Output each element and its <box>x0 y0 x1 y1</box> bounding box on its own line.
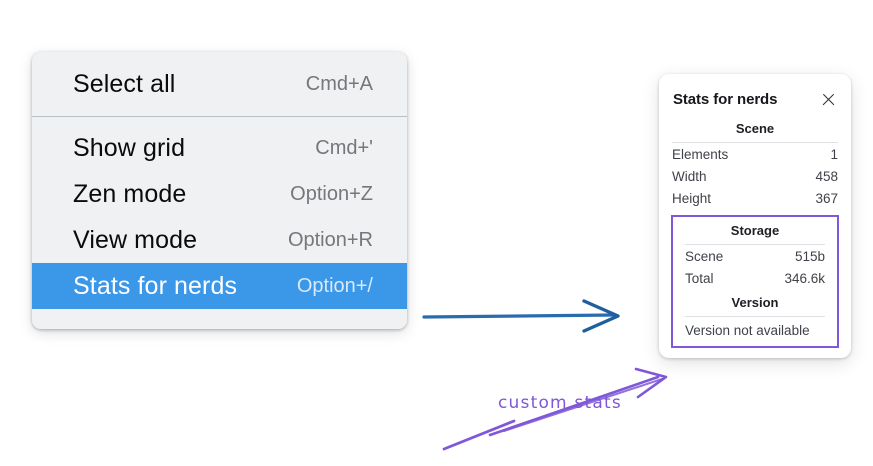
menu-item-shortcut: Cmd+A <box>305 72 373 95</box>
custom-stats-annotation: custom stats <box>430 355 690 461</box>
section-divider <box>685 244 825 245</box>
panel-header: Stats for nerds <box>659 86 851 112</box>
menu-item-label: Select all <box>73 69 176 98</box>
menu-footer-spacer <box>32 309 407 329</box>
menu-item-stats-for-nerds[interactable]: Stats for nerds Option+/ <box>32 263 407 309</box>
context-menu[interactable]: Select all Cmd+A Show grid Cmd+' Zen mod… <box>32 52 407 329</box>
menu-item-shortcut: Option+R <box>287 228 373 251</box>
annotation-strokes <box>442 367 668 451</box>
menu-group-top: Select all Cmd+A <box>32 52 407 116</box>
version-note: Version not available <box>685 323 810 338</box>
stat-value: 367 <box>815 191 838 206</box>
custom-stats-highlight-block: Storage Scene 515b Total 346.6k Version … <box>671 215 839 348</box>
stat-row-height: Height 367 <box>672 187 838 209</box>
section-title-storage: Storage <box>730 223 780 238</box>
menu-item-select-all[interactable]: Select all Cmd+A <box>32 61 407 107</box>
stat-key: Height <box>672 191 712 206</box>
section-divider <box>685 316 825 317</box>
section-title-version: Version <box>731 295 779 310</box>
menu-item-shortcut: Option+Z <box>290 182 373 205</box>
stat-row-elements: Elements 1 <box>672 143 838 165</box>
stat-value: 346.6k <box>784 271 825 286</box>
menu-item-label: View mode <box>73 225 198 254</box>
panel-body: Scene Elements 1 Width 458 Height 367 St… <box>659 112 851 348</box>
menu-item-label: Stats for nerds <box>73 271 238 300</box>
menu-separator <box>32 116 407 117</box>
annotation-label: custom stats <box>498 393 622 413</box>
blue-pointer-arrow <box>422 299 620 333</box>
menu-group-bottom: Show grid Cmd+' Zen mode Option+Z View m… <box>32 117 407 329</box>
menu-item-label: Show grid <box>73 133 186 162</box>
section-title-scene: Scene <box>735 121 775 136</box>
stats-for-nerds-panel[interactable]: Stats for nerds Scene Elements 1 Width 4… <box>659 74 851 358</box>
stat-value: 458 <box>815 169 838 184</box>
menu-item-shortcut: Option+/ <box>296 274 373 297</box>
stat-value: 515b <box>794 249 825 264</box>
menu-item-zen-mode[interactable]: Zen mode Option+Z <box>32 171 407 217</box>
stat-key: Scene <box>685 249 724 264</box>
stat-row-storage-total: Total 346.6k <box>685 267 825 289</box>
menu-item-show-grid[interactable]: Show grid Cmd+' <box>32 125 407 171</box>
stat-row-width: Width 458 <box>672 165 838 187</box>
menu-item-label: Zen mode <box>73 179 187 208</box>
menu-item-view-mode[interactable]: View mode Option+R <box>32 217 407 263</box>
menu-item-shortcut: Cmd+' <box>315 136 373 159</box>
panel-title: Stats for nerds <box>673 90 778 108</box>
stat-value: 1 <box>830 147 838 162</box>
close-icon[interactable] <box>820 91 837 108</box>
stat-row-storage-scene: Scene 515b <box>685 245 825 267</box>
stat-key: Total <box>685 271 714 286</box>
stat-key: Width <box>672 169 707 184</box>
section-divider <box>672 142 838 143</box>
stat-key: Elements <box>672 147 729 162</box>
